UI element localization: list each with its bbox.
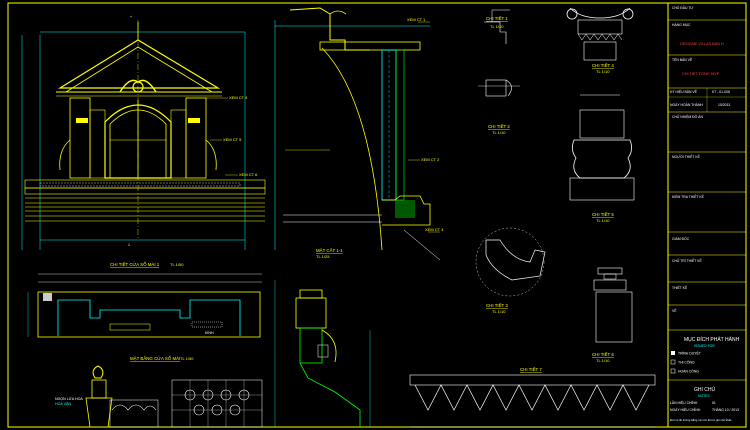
tb-draw-label: THIẾT KẾ: [672, 285, 688, 290]
tb-issue-item-1: TRÌNH DUYỆT: [678, 351, 701, 356]
tb-drawing-title: CHI TIẾT TỔNG HỢP: [682, 71, 720, 76]
tb-note-sub: NOTES: [698, 394, 710, 398]
detail-7-dentil-band: CHI TIẾT 7: [409, 367, 656, 428]
tb-approve-label: GIÁM ĐỐC: [672, 236, 690, 241]
tb-sheet-no-label: KÝ HIỆU BẢN VẼ: [670, 89, 698, 94]
tb-drawing-label: TÊN BẢN VẼ: [672, 57, 693, 62]
detail-4-capital: CHI TIẾT 4 TL 1/10: [566, 7, 634, 74]
svg-text:+: +: [130, 15, 132, 19]
lower-label: NGỌN LỬA HOA: [55, 396, 83, 401]
elevation-caption: CHI TIẾT CỬA SỔ MÁI 1: [110, 262, 160, 267]
tb-issue-sub: ISSUED FOR: [694, 344, 715, 348]
lower-label-sub: HOA VĂN: [55, 402, 71, 406]
tb-project-value: DESIGNE VILLAS BAN H: [680, 42, 724, 46]
detail-2: CHI TIẾT 2 TL 1/10: [478, 79, 520, 135]
tb-revision-value: 01: [712, 401, 716, 405]
callout-ct5: XEM CT 5: [223, 137, 242, 142]
detail-2-scale: TL 1/10: [492, 130, 506, 135]
detail-3-scale: TL 1/10: [492, 309, 506, 314]
tb-revision-date-label: NGÀY HIỆU CHỈNH: [670, 407, 701, 412]
plan-dormer-window: KÍNH MẶT BẰNG CỬA SỔ MÁI TL 1/50: [27, 273, 262, 361]
detail-3-caption: CHI TIẾT 3: [486, 303, 508, 308]
section-scale: TL 1/25: [316, 254, 330, 259]
detail-5-base: CHI TIẾT 5 TL 1/10: [569, 94, 635, 223]
plan-caption: MẶT BẰNG CỬA SỔ MÁI: [130, 356, 180, 361]
tb-designer-label: NGƯỜI THIẾT KẾ: [672, 154, 701, 159]
svg-text:1: 1: [128, 243, 130, 247]
tb-draft-label: VẼ: [672, 308, 677, 313]
callout-ct2: XEM CT 2: [421, 157, 440, 162]
detail-6-caption: CHI TIẾT 6: [592, 352, 614, 357]
detail-6-scale: TL 1/10: [596, 358, 610, 363]
tb-date-label: NGÀY HOÀN THÀNH: [670, 103, 703, 107]
plan-scale: TL 1/50: [180, 356, 194, 361]
tb-issue-item-2: THI CÔNG: [678, 360, 695, 365]
tb-note-title: GHI CHÚ: [694, 386, 716, 393]
callout-ct6: XEM CT 6: [239, 172, 258, 177]
detail-1-caption: CHI TIẾT 1: [486, 16, 508, 21]
sheet-frame: [7, 2, 747, 428]
title-block: CHỦ ĐẦU TƯ HẠNG MỤC DESIGNE VILLAS BAN H…: [668, 5, 746, 422]
callout-ct3: XEM CT 3: [425, 227, 444, 232]
svg-text:KÍNH: KÍNH: [205, 331, 214, 335]
callout-ct1: XEM CT 1: [407, 17, 426, 22]
elevation-scale: TL 1/50: [170, 262, 184, 267]
detail-1: CHI TIẾT 1 TL 1/10: [484, 9, 510, 44]
tb-footer-note: Đơn vị đo lường bằng mm trừ khi có ghi c…: [670, 417, 732, 422]
tb-issue-item-3: HOÀN CÔNG: [678, 369, 699, 374]
tb-sheet-no: KT - 01-006: [712, 90, 730, 94]
callout-ct4: XEM CT 4: [229, 95, 248, 100]
tb-issue-title: MỤC ĐÍCH PHÁT HÀNH: [684, 336, 740, 343]
tb-issue-checkbox-1[interactable]: [671, 351, 675, 355]
tb-chief-label: CHỦ TRÌ THIẾT KẾ: [672, 258, 703, 263]
detail-4-caption: CHI TIẾT 4: [592, 63, 614, 68]
detail-1-scale: TL 1/10: [490, 24, 504, 29]
tb-project-label: HẠNG MỤC: [672, 23, 691, 27]
detail-5-scale: TL 1/10: [596, 218, 610, 223]
tb-issue-checkbox-3[interactable]: [670, 368, 676, 374]
elevation-dormer-window: + XEM CT 4 XEM CT 5 XEM CT 6 CHI TIẾT CỬ…: [21, 15, 266, 267]
section-caption: MẶT CẮT 1-1: [316, 248, 343, 253]
section-1-1: XEM CT 1 XEM CT 2 XEM CT 3 MẶT CẮT 1-1 T…: [274, 7, 444, 261]
tb-owner-label: CHỦ ĐẦU TƯ: [672, 5, 693, 10]
detail-4-scale: TL 1/10: [596, 69, 610, 74]
detail-6-pedestal: CHI TIẾT 6 TL 1/10: [592, 267, 633, 363]
detail-3: CHI TIẾT 3 TL 1/10: [475, 227, 546, 314]
tb-revision-label: LẦN HIỆU CHỈNH: [670, 400, 698, 405]
detail-2-caption: CHI TIẾT 2: [488, 124, 510, 129]
ornament-details: NGỌN LỬA HOA HOA VĂN: [55, 365, 263, 428]
tb-checker-label: KIỂM TRA THIẾT KẾ: [672, 194, 705, 199]
tb-issue-checkbox-2[interactable]: [670, 359, 676, 365]
detail-5-caption: CHI TIẾT 5: [592, 212, 614, 217]
tb-consultant-label: CHỦ NHIỆM ĐỒ ÁN: [672, 114, 703, 119]
tb-revision-date: THÁNG 10 / 2013: [712, 408, 739, 412]
tb-date: 10/2013: [718, 103, 730, 107]
detail-cornice-vertical: [274, 280, 371, 427]
detail-7-caption: CHI TIẾT 7: [520, 367, 542, 372]
